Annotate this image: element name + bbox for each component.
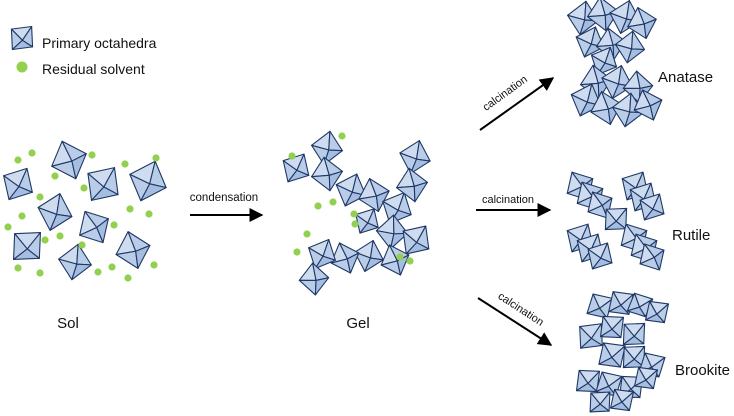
brookite-structure (575, 291, 670, 413)
anatase-octahedron (614, 30, 646, 64)
octahedron-legend-icon (10, 25, 34, 51)
sol-octahedron (13, 232, 41, 260)
brookite-label: Brookite (675, 362, 730, 379)
solvent-legend-icon (16, 61, 28, 73)
sol-octahedron (58, 243, 92, 281)
gel-octahedron (375, 214, 409, 250)
calcination-brookite-arrow (477, 297, 553, 346)
solvent-dot (329, 198, 337, 206)
solvent-dot (28, 149, 36, 157)
rutile-octahedron (587, 191, 613, 219)
gel-octahedron (380, 244, 410, 276)
solvent-dot (14, 156, 22, 164)
solvent-dot (288, 152, 296, 160)
octahedron-legend-icon-shape (10, 25, 34, 51)
gel-octahedron (311, 156, 343, 192)
solvent-dot (293, 248, 301, 256)
solvent-dot (36, 193, 44, 201)
anatase-structure (567, 0, 663, 128)
solvent-dot (4, 223, 12, 231)
solvent-dot (80, 184, 88, 192)
solvent-dot (124, 274, 132, 282)
solvent-dot (78, 241, 86, 249)
sol-octahedron (51, 140, 87, 180)
solvent-dot (303, 230, 311, 238)
anatase-octahedron (570, 83, 602, 117)
rutile-structure (566, 171, 665, 271)
solvent-dot (108, 263, 116, 271)
solvent-dot (145, 210, 153, 218)
anatase-label: Anatase (658, 69, 713, 86)
gel-octahedron (298, 262, 330, 296)
solvent-dot (406, 257, 414, 265)
anatase-octahedron (627, 6, 657, 40)
brookite-octahedron (622, 345, 646, 369)
sol-octahedron (129, 160, 167, 202)
anatase-octahedron (601, 65, 633, 99)
solvent-dot (351, 220, 359, 228)
brookite-octahedron (595, 371, 623, 397)
sol-octahedron (115, 231, 151, 269)
brookite-octahedron (622, 322, 646, 346)
sol-octahedron (3, 167, 33, 201)
legend-solvent-label: Residual solvent (42, 61, 145, 77)
solvent-dot (94, 268, 102, 276)
sol-octahedron (79, 210, 109, 244)
solvent-dot (14, 264, 22, 272)
solvent-dot (36, 269, 44, 277)
sol-label: Sol (57, 315, 79, 332)
legend-octahedra-label: Primary octahedra (42, 35, 157, 51)
anatase-octahedron (633, 89, 663, 121)
rutile-label: Rutile (672, 227, 710, 244)
brookite-octahedron (609, 388, 635, 412)
brookite-octahedron (633, 366, 659, 390)
rutile-octahedron (639, 243, 665, 271)
sol-cluster (3, 140, 167, 282)
gel-label: Gel (346, 315, 369, 332)
calcination-rutile-label: calcination (482, 194, 534, 206)
rutile-octahedron (639, 193, 665, 221)
sol-octahedron (37, 193, 73, 231)
calcination-brookite-label: calcination (496, 290, 546, 328)
sol-octahedron (87, 167, 119, 201)
solvent-dot (88, 151, 96, 159)
gel-network (282, 130, 431, 296)
solvent-dot (350, 210, 358, 218)
solvent-dot (18, 212, 26, 220)
solvent-dot (150, 261, 158, 269)
brookite-octahedron (575, 369, 601, 393)
solvent-dot (152, 154, 160, 162)
solvent-dot (110, 221, 118, 229)
gel-octahedron (355, 208, 379, 234)
solvent-dot (396, 253, 404, 261)
solvent-dot (338, 132, 346, 140)
brookite-octahedron (579, 323, 603, 349)
condensation-label: condensation (190, 192, 258, 204)
gel-octahedron (354, 239, 384, 273)
gel-octahedron (308, 238, 336, 270)
calcination-anatase-arrow (479, 77, 555, 131)
legend: Primary octahedra Residual solvent (10, 25, 157, 77)
anatase-octahedron (587, 0, 619, 32)
solvent-dot (51, 172, 59, 180)
rutile-octahedron (604, 207, 628, 231)
brookite-octahedron (599, 315, 625, 339)
brookite-octahedron (589, 391, 611, 413)
solvent-dot (41, 236, 49, 244)
solvent-dot (126, 205, 134, 213)
gel-octahedron (282, 153, 310, 183)
gel-octahedron (399, 140, 431, 174)
solvent-dot (56, 232, 64, 240)
solvent-dot (314, 202, 322, 210)
gel-octahedron (402, 225, 430, 255)
brookite-octahedron (644, 300, 670, 324)
calcination-anatase-label: calcination (481, 73, 530, 113)
gel-octahedron (396, 167, 428, 203)
rutile-octahedron (587, 242, 613, 270)
brookite-octahedron (598, 342, 626, 368)
solvent-dot (121, 160, 129, 168)
